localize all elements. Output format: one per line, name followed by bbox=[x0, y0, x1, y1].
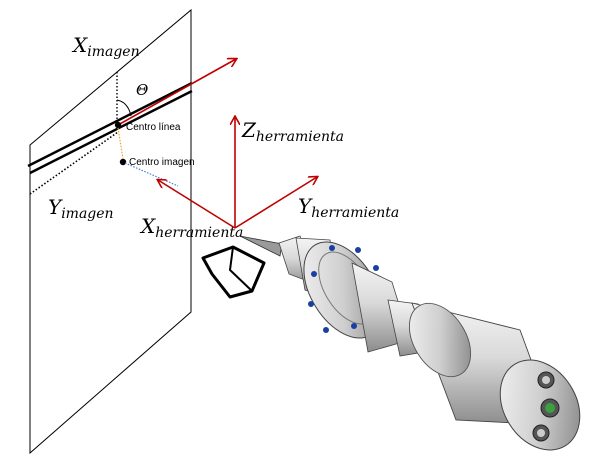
tool-body-end bbox=[499, 359, 581, 451]
centro-imagen-label: Centro imagen bbox=[129, 157, 195, 168]
dotted-extension-line bbox=[29, 131, 119, 195]
centro-imagen-point bbox=[119, 158, 127, 166]
theta-label: Θ bbox=[136, 81, 148, 99]
orange-dotted-connector bbox=[117, 127, 124, 160]
detected-line-lower bbox=[29, 89, 193, 175]
x-herramienta-axis bbox=[158, 180, 236, 229]
centro-linea-label: Centro línea bbox=[126, 122, 181, 133]
y-imagen-label: Yimagen bbox=[48, 195, 114, 222]
x-herramienta-label: Xherramienta bbox=[139, 214, 243, 241]
blue-dotted-connector bbox=[124, 162, 179, 187]
detected-line-upper bbox=[27, 81, 193, 168]
spindle-tool bbox=[239, 235, 581, 451]
x-imagen-label: Ximagen bbox=[71, 33, 140, 60]
y-herramienta-label: Yherramienta bbox=[298, 194, 399, 221]
centro-linea-point bbox=[114, 121, 122, 129]
tool-connectors bbox=[532, 371, 560, 442]
camera-icon bbox=[201, 245, 266, 299]
theta-arc bbox=[116, 99, 132, 117]
line-direction-arrow bbox=[117, 59, 236, 126]
y-herramienta-axis bbox=[234, 177, 317, 229]
z-herramienta-label: Zherramienta bbox=[241, 118, 344, 145]
image-plane bbox=[29, 8, 192, 455]
